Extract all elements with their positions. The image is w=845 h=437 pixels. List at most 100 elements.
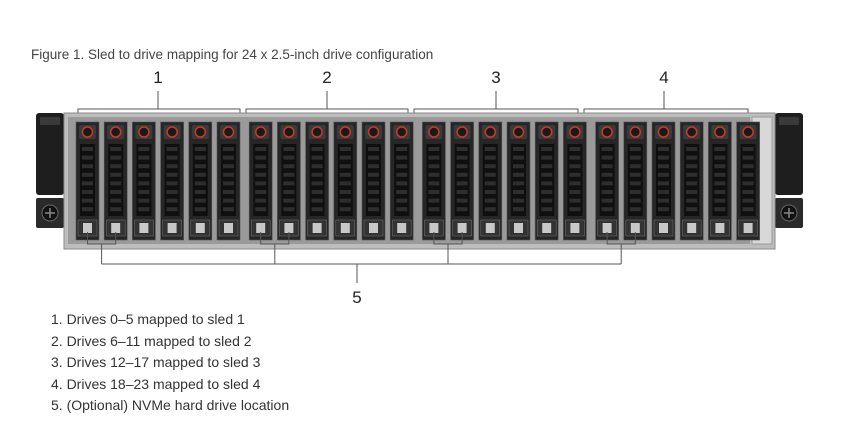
grille-slot [742,164,754,169]
grille-slot [541,155,553,160]
grille-slot [658,155,669,160]
grille-slot [223,155,234,160]
grille-slot [396,207,408,212]
grille-slot [541,190,553,194]
grille-slot [283,207,295,212]
grille-slot [194,190,206,194]
drive-grille [221,144,236,216]
grille-slot [110,164,122,169]
grille-slot [629,198,641,203]
drive-led-icon [254,126,267,138]
drive-led-icon [484,126,497,138]
grille-slot [255,147,267,151]
drive-led-icon [714,126,726,138]
grille-slot [686,164,698,169]
drive-label-tab [687,223,697,233]
drive-led-icon [657,126,670,138]
legend-item-sled-1: 1. Drives 0–5 mapped to sled 1 [51,311,245,327]
drive-bay [679,121,704,241]
grille-slot [368,198,379,203]
grille-slot [428,190,440,194]
grille-slot [601,172,613,177]
drive-bay [422,121,446,241]
grille-slot [569,198,581,203]
drive-led-icon [456,126,468,138]
grille-slot [484,181,496,186]
legend-item-sled-2: 2. Drives 6–11 mapped to sled 2 [51,332,252,349]
grille-slot [82,181,93,186]
grille-slot [742,198,754,203]
left-control-panel [36,113,64,228]
grille-slot [658,207,669,212]
grille-slot [110,155,122,160]
drive-grille [511,144,526,216]
legend-item-sled-3: 3. Drives 12–17 mapped to sled 3 [51,354,261,371]
grille-slot [138,155,150,160]
grille-slot [82,190,93,194]
grille-slot [513,207,524,212]
grille-slot [368,190,379,194]
drive-grille [740,144,756,216]
grille-slot [601,207,613,212]
grille-slot [456,164,468,169]
sled-3-bracket [413,91,579,116]
grille-slot [339,147,351,151]
grille-slot [82,164,93,169]
grille-slot [166,181,178,186]
grille-slot [569,155,581,160]
drive-led-icon [81,126,94,138]
drive-bay [450,121,474,241]
grille-slot [569,181,581,186]
grille-slot [742,207,754,212]
drive-grille [192,144,208,216]
drive-bay [188,121,213,241]
grille-slot [569,190,581,194]
drive-grille [482,144,498,216]
grille-slot [456,155,468,160]
drive-bay [333,121,358,241]
drive-label-tab [542,223,552,233]
grille-slot [311,198,323,203]
nvme-callout-lines [87,232,636,283]
drive-led-icon [311,126,323,138]
grille-slot [484,155,496,160]
drive-grille [281,144,297,216]
grille-slot [339,207,351,212]
grille-slot [110,190,122,194]
grille-slot [629,164,641,169]
grille-slot [255,198,267,203]
grille-slot [396,190,408,194]
grille-slot [513,147,524,151]
grille-slot [166,164,178,169]
right-control-panel [775,113,803,228]
drive-bay [248,121,273,241]
grille-slot [513,198,524,203]
grille-slot [223,172,234,177]
drive-grille [394,144,410,216]
drive-label-tab [284,223,294,233]
grille-slot [138,207,150,212]
grille-slot [601,155,613,160]
grille-slot [513,181,524,186]
drive-label-tab [83,223,92,233]
drive-label-tab [312,223,322,233]
drive-led-icon [166,126,178,138]
grille-slot [194,172,206,177]
drive-bay [132,121,156,241]
grille-slot [194,147,206,151]
drive-grille [599,144,615,216]
grille-slot [601,190,613,194]
grille-slot [311,207,323,212]
grille-slot [428,164,440,169]
drive-led-icon [569,126,581,138]
grille-slot [456,147,468,151]
drive-grille [454,144,470,216]
grille-slot [629,190,641,194]
grille-slot [138,190,150,194]
grille-slot [428,147,440,151]
grille-slot [513,190,524,194]
grille-slot [138,147,150,151]
drive-led-icon [428,126,440,138]
callout-sled-2: 2 [322,68,332,87]
drive-grille [656,144,671,216]
